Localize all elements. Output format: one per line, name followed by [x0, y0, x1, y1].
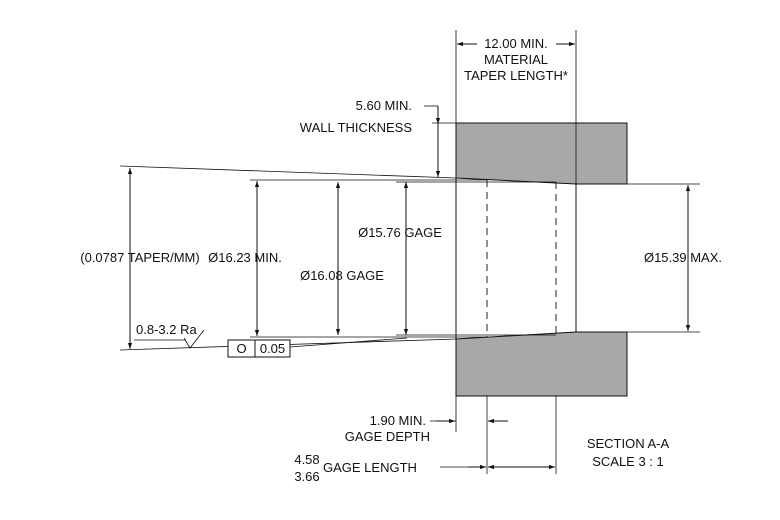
taper-length-material: MATERIAL	[484, 52, 548, 67]
section-scale: SCALE 3 : 1	[592, 454, 664, 469]
wall-thickness-caption: WALL THICKNESS	[300, 120, 413, 135]
gage-length-label: GAGE LENGTH	[323, 460, 417, 475]
dia-min-label: Ø16.23 MIN.	[208, 250, 282, 265]
taper-top-extension	[119, 165, 457, 179]
taper-length-value: 12.00 MIN.	[484, 36, 548, 51]
gage-depth-value: 1.90 MIN.	[370, 413, 426, 428]
surface-finish-label: 0.8-3.2 Ra	[136, 322, 197, 337]
section-title: SECTION A-A	[587, 436, 670, 451]
upper-wall	[455, 122, 628, 185]
gage-length-lower: 3.66	[294, 469, 319, 484]
wall-thickness-value: 5.60 MIN.	[356, 98, 412, 113]
gage-length-upper: 4.58	[294, 452, 319, 467]
tolerance-symbol: O	[236, 341, 246, 356]
lower-wall	[455, 331, 628, 397]
gage-depth-caption: GAGE DEPTH	[345, 429, 430, 444]
surface-finish-symbol	[183, 329, 205, 349]
tolerance-value: 0.05	[260, 341, 285, 356]
dia-max-label: Ø15.39 MAX.	[644, 250, 722, 265]
tolerance-frame	[227, 339, 291, 358]
taper-rate-label: (0.0787 TAPER/MM)	[80, 250, 199, 265]
dia-gage-outer-label: Ø16.08 GAGE	[300, 268, 384, 283]
tolerance-leader	[289, 337, 408, 348]
taper-length-caption: TAPER LENGTH*	[464, 68, 568, 83]
dia-gage-inner-label: Ø15.76 GAGE	[358, 225, 442, 240]
